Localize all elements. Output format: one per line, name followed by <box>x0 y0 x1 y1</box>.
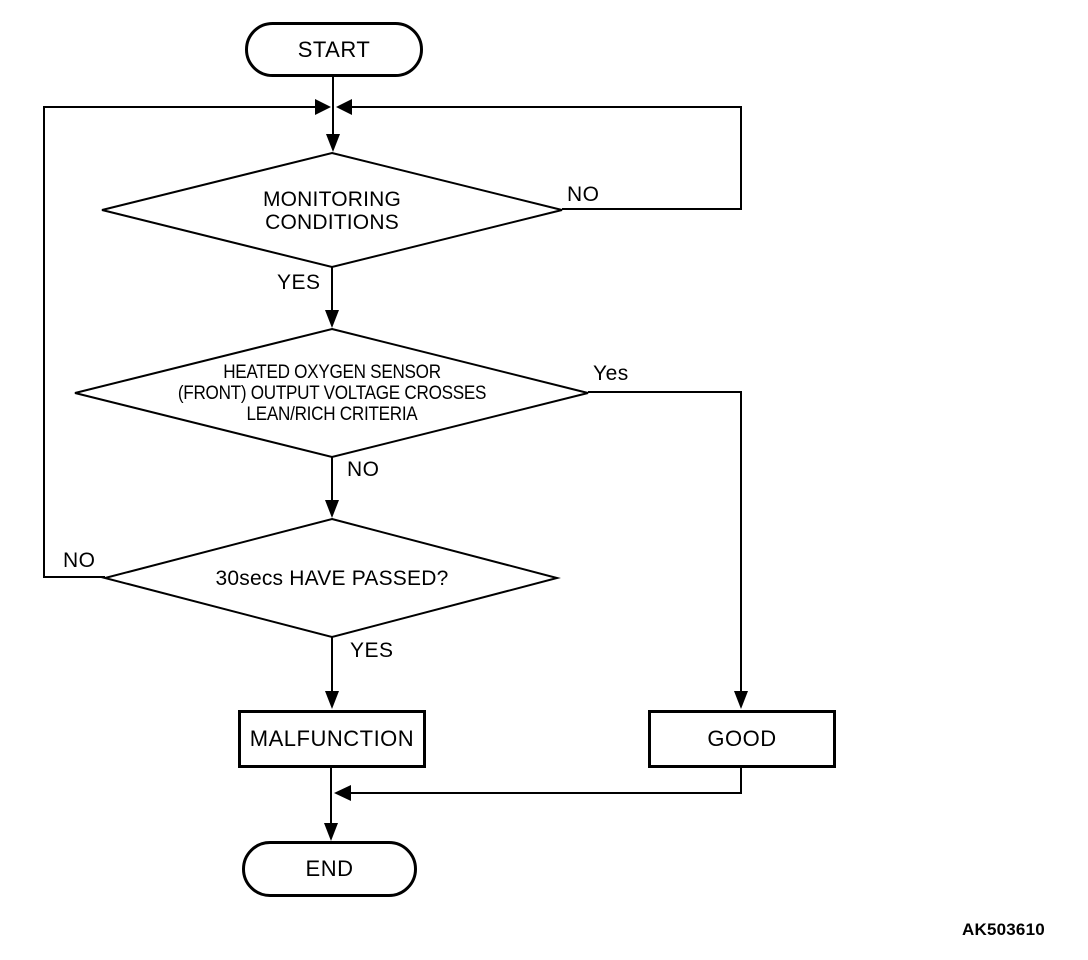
branch-label-sensor-no: NO <box>347 458 380 481</box>
figure-code: AK503610 <box>962 920 1045 939</box>
start-node: START <box>245 22 423 77</box>
edge-timer-no-loop <box>43 106 316 578</box>
branch-label-timer-yes: YES <box>350 639 394 662</box>
arrowhead-into-end <box>324 823 338 841</box>
arrowhead-left-loop-junction <box>315 99 331 115</box>
edge-sensor-yes <box>588 391 742 694</box>
decision-monitoring-label: MONITORING CONDITIONS <box>262 188 402 234</box>
good-node: GOOD <box>648 710 836 768</box>
branch-label-sensor-yes: Yes <box>593 362 629 385</box>
decision-monitoring-conditions <box>101 151 563 269</box>
end-node: END <box>242 841 417 897</box>
edge-good-to-merge <box>349 768 742 794</box>
arrowhead-merge-left <box>334 785 351 801</box>
malfunction-node-label: MALFUNCTION <box>249 726 415 751</box>
decision-timer-label: 30secs HAVE PASSED? <box>215 567 449 590</box>
arrowhead-into-malfunction <box>325 691 339 709</box>
arrowhead-into-sensor <box>325 310 339 328</box>
arrowhead-right-loop-junction <box>336 99 352 115</box>
decision-30secs-passed <box>101 517 561 639</box>
good-node-label: GOOD <box>707 726 777 751</box>
edge-monitoring-no-loop <box>351 106 742 210</box>
malfunction-node: MALFUNCTION <box>238 710 426 768</box>
arrowhead-into-monitoring <box>326 134 340 152</box>
end-node-label: END <box>305 856 354 881</box>
start-node-label: START <box>297 36 371 62</box>
branch-label-monitoring-no: NO <box>567 183 600 206</box>
decision-sensor-voltage <box>74 327 589 459</box>
arrowhead-into-timer <box>325 500 339 518</box>
arrowhead-into-good <box>734 691 748 709</box>
branch-label-monitoring-yes: YES <box>277 271 321 294</box>
decision-sensor-label: HEATED OXYGEN SENSOR (FRONT) OUTPUT VOLT… <box>177 362 487 425</box>
branch-label-timer-no: NO <box>63 549 96 572</box>
